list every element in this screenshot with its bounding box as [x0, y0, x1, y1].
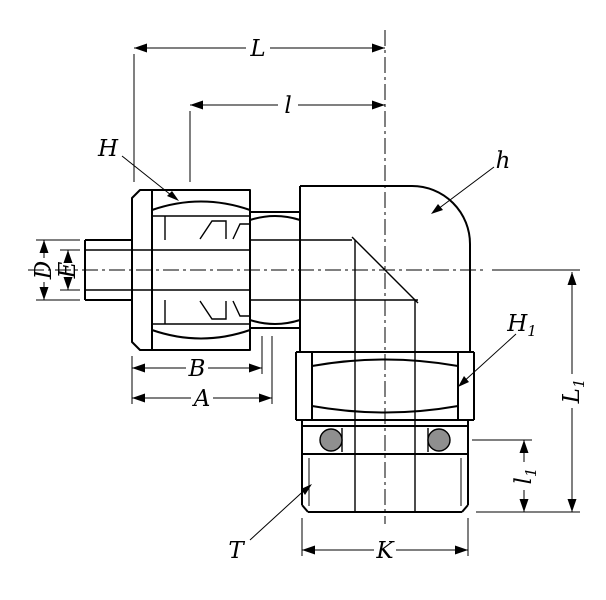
fitting-outline: [84, 185, 475, 513]
dimension-arrowheads: [39, 43, 577, 555]
dim-label-D: D: [31, 261, 57, 280]
leader-label-H1: H1: [506, 311, 537, 340]
o-ring-right: [427, 428, 451, 452]
dim-label-l1: l1: [511, 468, 540, 485]
thread-crest-lines: [308, 458, 462, 506]
dim-label-L1: L1: [559, 379, 588, 405]
dim-label-l: l: [284, 93, 291, 119]
dimension-annotations: [36, 47, 580, 556]
centerlines: [28, 30, 486, 524]
dim-label-A: A: [192, 386, 211, 412]
leader-label-T: T: [228, 538, 245, 564]
leader-label-h: h: [496, 148, 511, 174]
dim-label-B: B: [188, 356, 206, 382]
leader-label-H: H: [97, 136, 119, 162]
dim-label-E: E: [55, 261, 81, 279]
dim-label-L: L: [249, 36, 265, 62]
o-ring-left: [319, 428, 343, 452]
fitting-internal-details: [85, 190, 429, 512]
o-rings: [319, 428, 451, 452]
dim-label-K: K: [375, 538, 395, 564]
dimension-labels: L l H h D E B A H1 L1 l1 T K: [31, 36, 588, 564]
